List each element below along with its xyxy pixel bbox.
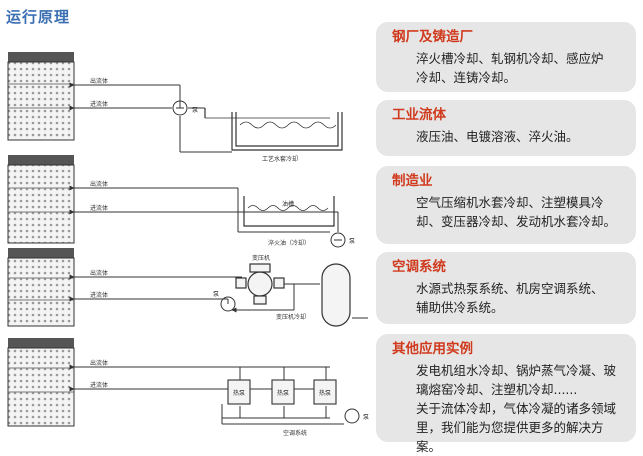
vessel — [321, 263, 351, 327]
label-pump-1: 泵 — [192, 107, 198, 114]
card-title: 空调系统 — [392, 259, 446, 275]
card-line: 里，我们能为您提供更多的解决方案。 — [416, 420, 604, 454]
card-line: 却、变压器冷却、发动机水套冷却。 — [416, 214, 617, 229]
card-body: 液压油、电镀溶液、淬火油。 — [392, 127, 626, 146]
card-manufacturing: 制造业 空气压缩机水套冷却、注塑模具冷 却、变压器冷却、发动机水套冷却。 — [376, 166, 636, 244]
card-line: 冷却、连铸冷却。 — [416, 70, 517, 85]
label-process-water: 工艺水套冷却 — [262, 155, 298, 163]
card-other-applications: 其他应用实例 发电机组水冷却、锅炉蒸气冷凝、玻 璃熔窑冷却、注塑机冷却.....… — [376, 334, 636, 454]
label-compressor: 变压机 — [252, 254, 270, 262]
card-title: 工业流体 — [392, 107, 446, 123]
label-heat-pump-3: 热泵 — [319, 389, 331, 397]
card-title: 制造业 — [392, 173, 433, 189]
label-pump-2: 泵 — [349, 238, 355, 245]
cooling-tower-2 — [7, 155, 75, 244]
heat-pump-units — [227, 379, 337, 405]
card-line: 发电机组水冷却、锅炉蒸气冷凝、玻 — [416, 363, 617, 378]
tank-2 — [243, 196, 335, 227]
card-line: 水源式热泵系统、机房空调系统、 — [416, 281, 604, 296]
pump-3 — [220, 296, 236, 312]
pump-1 — [172, 100, 188, 116]
label-oil-pool: 油槽 — [282, 200, 294, 208]
card-body: 淬火槽冷却、轧钢机冷却、感应炉 冷却、连铸冷却。 — [392, 49, 626, 87]
pump-4 — [344, 408, 360, 424]
card-line: 关于流体冷却，气体冷凝的诸多领域 — [416, 401, 617, 416]
label-ac-system: 空调系统 — [283, 429, 307, 437]
card-title: 钢厂及铸造厂 — [392, 29, 473, 45]
card-steel-foundry: 钢厂及铸造厂 淬火槽冷却、轧钢机冷却、感应炉 冷却、连铸冷却。 — [376, 22, 636, 92]
compressor — [235, 263, 285, 305]
cooling-tower-3 — [7, 248, 75, 327]
cooling-tower-1 — [7, 52, 75, 141]
pump-2 — [330, 232, 346, 248]
label-heat-pump-1: 热泵 — [233, 389, 245, 397]
label-pump-4: 泵 — [363, 414, 369, 421]
card-body: 空气压缩机水套冷却、注塑模具冷 却、变压器冷却、发动机水套冷却。 — [392, 193, 626, 231]
label-quench: 淬火油（冷却） — [268, 239, 310, 247]
label-in-2: 进流体 — [90, 204, 108, 212]
card-line: 淬火槽冷却、轧钢机冷却、感应炉 — [416, 51, 604, 66]
card-air-conditioning: 空调系统 水源式热泵系统、机房空调系统、 辅助供冷系统。 — [376, 252, 636, 324]
label-heat-pump-2: 热泵 — [277, 389, 289, 397]
card-body: 发电机组水冷却、锅炉蒸气冷凝、玻 璃熔窑冷却、注塑机冷却...... 关于流体冷… — [392, 361, 626, 456]
card-title: 其他应用实例 — [392, 341, 473, 357]
label-out-2: 出流体 — [90, 180, 108, 188]
label-out-3: 出流体 — [90, 269, 108, 277]
label-pump-3: 泵 — [213, 291, 219, 298]
card-line: 璃熔窑冷却、注塑机冷却...... — [416, 382, 578, 397]
label-in-1: 进流体 — [90, 100, 108, 108]
card-line: 辅助供冷系统。 — [416, 300, 504, 315]
card-body: 水源式热泵系统、机房空调系统、 辅助供冷系统。 — [392, 279, 626, 317]
label-out-1: 出流体 — [90, 77, 108, 85]
tank-1 — [204, 108, 343, 151]
card-industrial-fluid: 工业流体 液压油、电镀溶液、淬火油。 — [376, 100, 636, 156]
label-in-4: 进流体 — [90, 381, 108, 389]
label-compressor-cooling: 变压机冷却 — [276, 313, 306, 321]
cooling-tower-4 — [7, 338, 75, 427]
label-in-3: 进流体 — [90, 291, 108, 299]
card-line: 空气压缩机水套冷却、注塑模具冷 — [416, 195, 604, 210]
card-line: 液压油、电镀溶液、淬火油。 — [416, 129, 579, 144]
label-out-4: 出流体 — [90, 359, 108, 367]
page-title: 运行原理 — [6, 8, 71, 26]
